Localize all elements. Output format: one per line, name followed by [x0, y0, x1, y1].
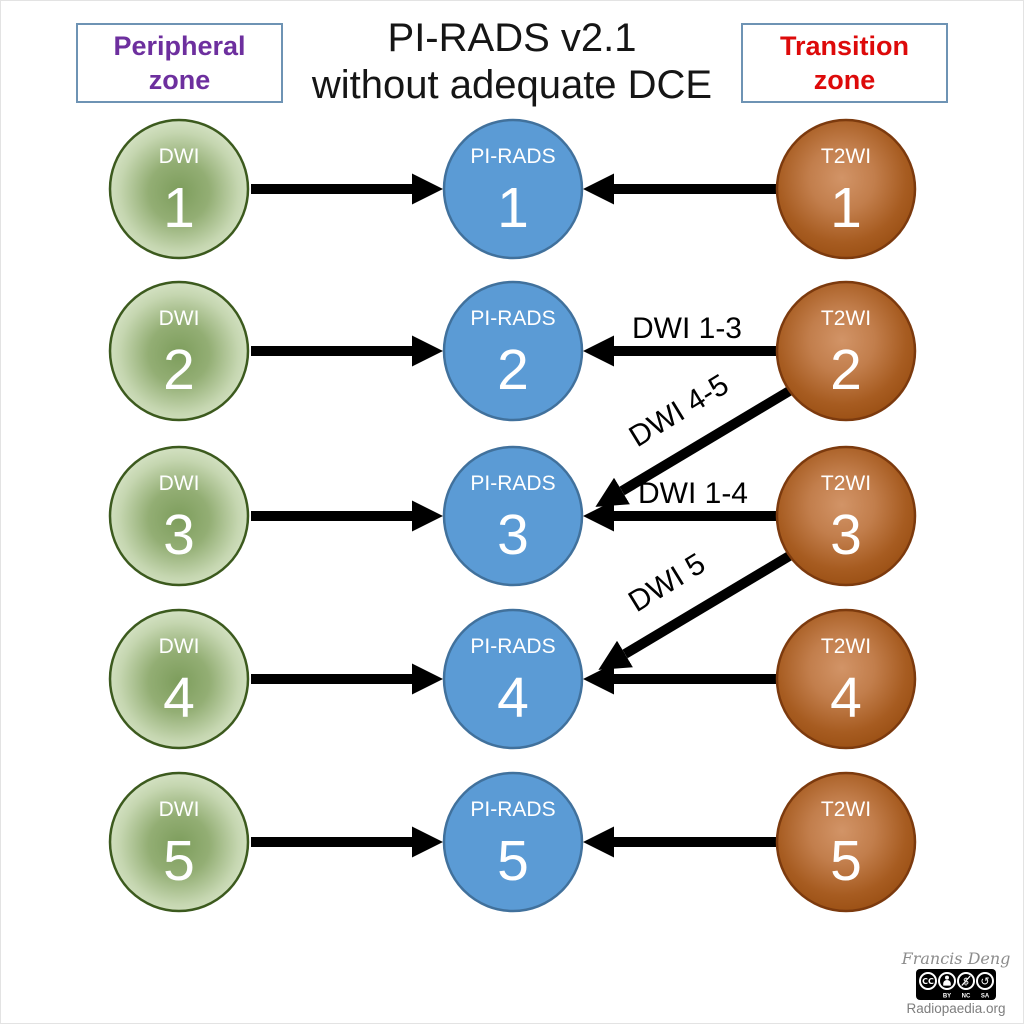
node-circle — [108, 118, 250, 260]
sa-arrow-glyph: ↺ — [980, 975, 989, 988]
node-modality: DWI — [159, 472, 200, 495]
node-score: 5 — [163, 829, 195, 893]
transition-zone-box: Transition zone — [741, 23, 948, 103]
node-circle — [775, 118, 917, 260]
node-dwi-4: DWI 4 — [108, 608, 250, 750]
node-score: 2 — [497, 338, 529, 402]
node-modality: PI-RADS — [470, 798, 555, 821]
sa-label: SA — [981, 994, 990, 1000]
node-modality: PI-RADS — [470, 145, 555, 168]
node-dwi-3: DWI 3 — [108, 445, 250, 587]
node-circle — [108, 771, 250, 913]
arrow-label-dwi-1-4: DWI 1-4 — [638, 477, 748, 510]
badge-background — [916, 969, 996, 1000]
node-circle — [775, 608, 917, 750]
node-modality: PI-RADS — [470, 635, 555, 658]
arrow-t2wi3-to-pirads4 — [598, 547, 799, 670]
node-t2wi-4: T2WI 4 — [775, 608, 917, 750]
title-line2: without adequate DCE — [311, 63, 713, 107]
node-circle — [442, 445, 584, 587]
node-circle — [442, 771, 584, 913]
person-head — [945, 975, 949, 980]
node-circle — [775, 445, 917, 587]
node-t2wi-3: T2WI 3 — [775, 445, 917, 587]
node-modality: DWI — [159, 307, 200, 330]
node-score: 2 — [830, 338, 862, 402]
node-circle — [442, 118, 584, 260]
author-signature: Francis Deng — [901, 949, 1011, 968]
cc-icon-label: CC — [922, 977, 934, 986]
node-modality: T2WI — [821, 307, 871, 330]
nc-label: NC — [962, 994, 971, 1000]
node-score: 1 — [830, 176, 862, 240]
transition-zone-label-line2: zone — [813, 65, 876, 95]
node-modality: T2WI — [821, 635, 871, 658]
nc-slash — [961, 975, 971, 986]
node-circle — [442, 280, 584, 422]
arrow-label-dwi-4-5: DWI 4-5 — [624, 368, 735, 454]
node-score: 3 — [830, 503, 862, 567]
node-modality: PI-RADS — [470, 472, 555, 495]
node-pirads-2: PI-RADS 2 — [442, 280, 584, 422]
peripheral-zone-label-line2: zone — [148, 65, 211, 95]
node-t2wi-2: T2WI 2 — [775, 280, 917, 422]
cc-icon — [919, 972, 937, 990]
noncommercial-dollar-icon — [957, 972, 975, 990]
sharealike-arrow-icon — [976, 972, 994, 990]
node-modality: DWI — [159, 635, 200, 658]
node-score: 4 — [163, 666, 195, 730]
node-circle — [442, 608, 584, 750]
node-pirads-1: PI-RADS 1 — [442, 118, 584, 260]
node-modality: T2WI — [821, 472, 871, 495]
node-score: 2 — [163, 338, 195, 402]
node-circle — [108, 445, 250, 587]
page-title: PI-RADS v2.1 without adequate DCE — [1, 15, 1023, 109]
attribution-person-icon — [938, 972, 956, 990]
node-score: 5 — [830, 829, 862, 893]
title-line1: PI-RADS v2.1 — [387, 16, 637, 60]
credit-block: Francis Deng CC $ ↺ BY NC SA Radiopaedia… — [897, 949, 1015, 1016]
nc-dollar-glyph: $ — [963, 977, 969, 988]
node-circle — [108, 280, 250, 422]
arrow-layer — [251, 173, 799, 858]
node-pirads-5: PI-RADS 5 — [442, 771, 584, 913]
node-t2wi-1: T2WI 1 — [775, 118, 917, 260]
node-dwi-1: DWI 1 — [108, 118, 250, 260]
node-score: 3 — [497, 503, 529, 567]
radiopaedia-credit: Radiopaedia.org — [906, 1001, 1006, 1016]
node-circle — [108, 608, 250, 750]
node-modality: DWI — [159, 145, 200, 168]
peripheral-zone-box: Peripheral zone — [76, 23, 283, 103]
node-dwi-2: DWI 2 — [108, 280, 250, 422]
transition-zone-label-line1: Transition — [779, 31, 909, 61]
arrow-label-dwi-1-3: DWI 1-3 — [632, 312, 742, 345]
peripheral-zone-label-line1: Peripheral — [113, 31, 246, 61]
node-modality: PI-RADS — [470, 307, 555, 330]
node-score: 1 — [497, 176, 529, 240]
cc-license-badge: CC $ ↺ BY NC SA — [916, 969, 996, 1000]
by-label: BY — [943, 994, 951, 1000]
node-modality: DWI — [159, 798, 200, 821]
node-score: 5 — [497, 829, 529, 893]
node-dwi-5: DWI 5 — [108, 771, 250, 913]
person-body — [943, 980, 951, 986]
node-modality: T2WI — [821, 798, 871, 821]
arrow-t2wi2-to-pirads3 — [595, 382, 799, 507]
node-score: 1 — [163, 176, 195, 240]
node-circle — [775, 771, 917, 913]
node-pirads-3: PI-RADS 3 — [442, 445, 584, 587]
node-score: 3 — [163, 503, 195, 567]
node-pirads-4: PI-RADS 4 — [442, 608, 584, 750]
node-score: 4 — [497, 666, 529, 730]
node-circle — [775, 280, 917, 422]
node-t2wi-5: T2WI 5 — [775, 771, 917, 913]
node-score: 4 — [830, 666, 862, 730]
node-modality: T2WI — [821, 145, 871, 168]
